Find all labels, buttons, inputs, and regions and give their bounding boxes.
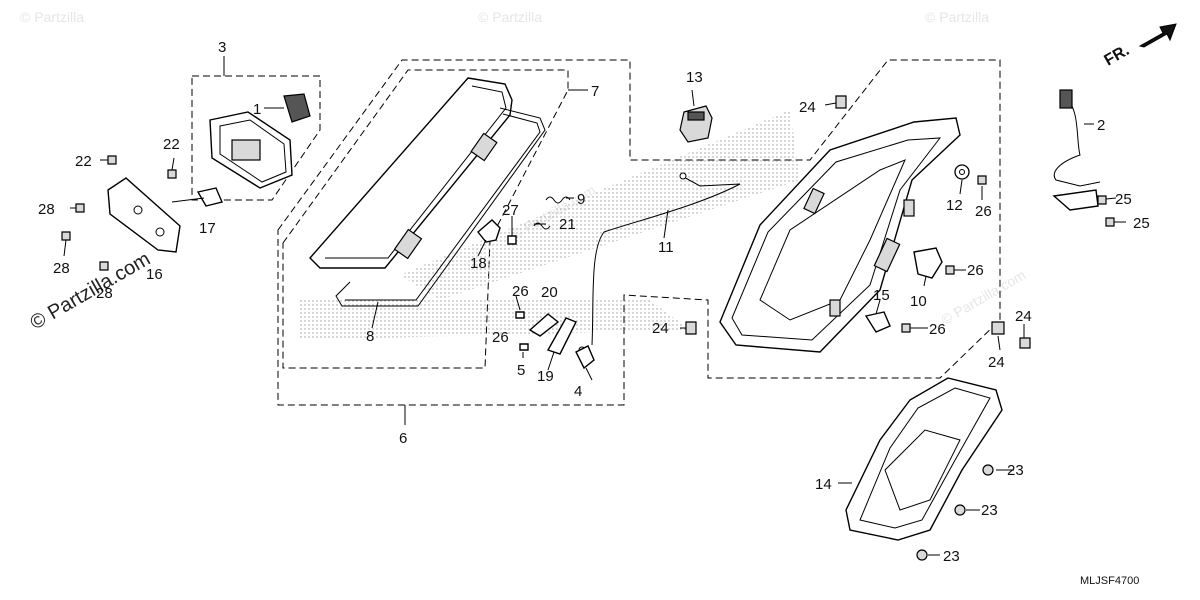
hinge-bracket-18 (477, 219, 501, 243)
switch-unit (679, 105, 713, 143)
screw-28-b (61, 231, 71, 241)
lock-actuator (209, 111, 293, 189)
callout-25-a: 25 (1115, 191, 1132, 208)
callout-5: 5 (517, 362, 525, 379)
spring-9 (545, 196, 571, 204)
wire-harness (1052, 89, 1101, 211)
screw-26-left (515, 311, 525, 319)
screw-5 (519, 343, 529, 351)
callout-24-top: 24 (799, 99, 816, 116)
plate-15 (864, 311, 891, 333)
callout-23-c: 23 (943, 548, 960, 565)
bolt-25-b (1105, 217, 1115, 227)
nut-23-b (954, 504, 966, 516)
bolt-26-b (945, 265, 955, 275)
callout-23-a: 23 (1007, 462, 1024, 479)
lid-panel (309, 77, 513, 269)
callout-17: 17 (199, 220, 216, 237)
callout-14: 14 (815, 476, 832, 493)
front-direction-label: FR. (1102, 42, 1133, 70)
nut-23-c (916, 549, 928, 561)
callout-4: 4 (574, 383, 582, 400)
shading-band-upper (400, 110, 800, 300)
grommet-12 (954, 164, 970, 180)
bolt-25-a (1097, 195, 1107, 205)
callout-8: 8 (366, 328, 374, 345)
inner-liner (845, 377, 1003, 541)
callout-9: 9 (577, 191, 585, 208)
callout-labels: 1 2 3 4 5 6 7 8 9 10 11 12 13 14 15 16 1… (38, 39, 1150, 565)
screw-28-a (75, 203, 85, 213)
latch-arm-19 (546, 317, 577, 355)
callout-23-b: 23 (981, 502, 998, 519)
bolt-26-c (901, 323, 911, 333)
callout-26-a: 26 (975, 203, 992, 220)
plate-10 (913, 247, 943, 279)
mount-bracket (107, 177, 181, 253)
callout-26-d: 26 (512, 283, 529, 300)
watermark-left: © Partzilla.com (27, 248, 155, 334)
clip-24-right-a (991, 321, 1005, 335)
callout-24-right-a: 24 (988, 354, 1005, 371)
watermark-top-center: © Partzilla (478, 9, 542, 25)
callout-28-b: 28 (53, 260, 70, 277)
screw-27 (507, 235, 517, 245)
callout-25-b: 25 (1133, 215, 1150, 232)
front-direction-arrow-icon: FR. (1102, 23, 1177, 70)
callout-1: 1 (253, 101, 261, 118)
callout-7: 7 (591, 83, 599, 100)
bolt-22-b (167, 169, 177, 179)
callout-19: 19 (537, 368, 554, 385)
callout-20: 20 (541, 284, 558, 301)
latch-plate-20 (528, 313, 560, 337)
callout-22-top: 22 (163, 136, 180, 153)
diagram-code: MLJSF4700 (1080, 575, 1139, 587)
callout-22-left: 22 (75, 153, 92, 170)
clip-24-mid (685, 321, 697, 335)
latch-hook-4 (575, 345, 595, 370)
callout-13: 13 (686, 69, 703, 86)
callout-24-right-b: 24 (1015, 308, 1032, 325)
callout-26-b: 26 (967, 262, 984, 279)
trunk-housing (719, 117, 961, 353)
bolt-26-a (977, 175, 987, 185)
callout-15: 15 (873, 287, 890, 304)
screw-28-c (99, 261, 109, 271)
lid-seal (335, 107, 546, 307)
callout-26-e: 26 (492, 329, 509, 346)
actuator-connector (283, 93, 311, 123)
watermark-top-right: © Partzilla (925, 9, 989, 25)
callout-28-c: 28 (96, 285, 113, 302)
group-3-box (191, 75, 321, 201)
callout-26-c: 26 (929, 321, 946, 338)
callout-21: 21 (559, 216, 576, 233)
callout-24-mid: 24 (652, 320, 669, 337)
callout-6: 6 (399, 430, 407, 447)
callout-18: 18 (470, 255, 487, 272)
bolt-22-a (107, 155, 117, 165)
callout-3: 3 (218, 39, 226, 56)
callout-16: 16 (146, 266, 163, 283)
clamp-17 (196, 187, 223, 207)
leader-lines (63, 89, 1126, 556)
group-7-box (282, 69, 569, 369)
callout-27: 27 (502, 202, 519, 219)
clip-24-top (835, 95, 847, 109)
callout-28-a: 28 (38, 201, 55, 218)
callout-11: 11 (658, 239, 674, 256)
callout-2: 2 (1097, 117, 1105, 134)
clip-24-right-b (1019, 337, 1031, 349)
nut-23-a (982, 464, 994, 476)
watermark-top-left: © Partzilla (20, 9, 84, 25)
callout-12: 12 (946, 197, 963, 214)
callout-10: 10 (910, 293, 927, 310)
